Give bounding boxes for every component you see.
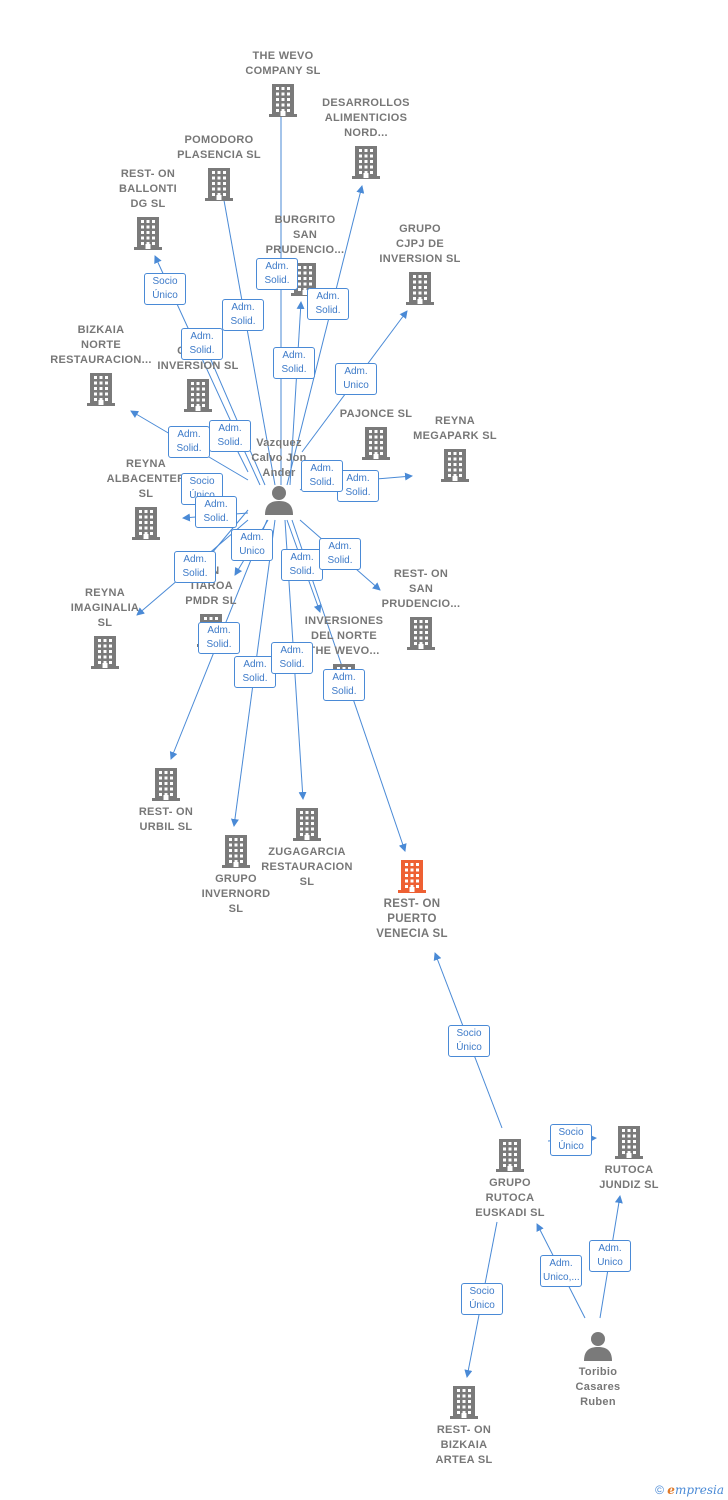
node-label: PAJONCE SL xyxy=(339,408,413,420)
edge-role-label[interactable]: Adm. Solid. xyxy=(337,470,379,502)
company-node-imaginalia[interactable]: REYNA IMAGINALIA SL xyxy=(40,586,170,670)
edge-role-label[interactable]: Socio Único xyxy=(461,1283,503,1315)
node-label: REST- ON URBIL SL xyxy=(138,806,194,833)
node-label: THE WEVO COMPANY SL xyxy=(245,50,321,77)
company-node-invernord[interactable]: GRUPO INVERNORD SL xyxy=(171,833,301,917)
building-icon xyxy=(450,1386,478,1419)
edge-role-label[interactable]: Adm. Unico,... xyxy=(540,1255,582,1287)
company-node-desarrollos[interactable]: DESARROLLOS ALIMENTICIOS NORD... xyxy=(301,96,431,180)
company-node-megapark[interactable]: REYNA MEGAPARK SL xyxy=(390,414,520,483)
building-icon xyxy=(406,272,434,305)
edge-role-label[interactable]: Adm. Solid. xyxy=(198,622,240,654)
edge-role-label[interactable]: Adm. Solid. xyxy=(181,328,223,360)
person-icon xyxy=(265,486,293,515)
person-icon xyxy=(584,1332,612,1361)
company-node-rutocaeuskadi[interactable]: GRUPO RUTOCA EUSKADI SL xyxy=(445,1137,575,1221)
company-node-bizkaianorte[interactable]: BIZKAIA NORTE RESTAURACION... xyxy=(36,323,166,407)
building-icon xyxy=(362,427,390,460)
building-icon xyxy=(441,449,469,482)
node-label: BURGRITO SAN PRUDENCIO... xyxy=(265,214,345,256)
node-label: ZUGAGARCIA RESTAURACION SL xyxy=(261,846,353,888)
company-node-rutocajundiz[interactable]: RUTOCA JUNDIZ SL xyxy=(564,1124,694,1193)
company-node-bizkaiaartea[interactable]: REST- ON BIZKAIA ARTEA SL xyxy=(399,1384,529,1468)
building-icon xyxy=(615,1126,643,1159)
company-node-ballonti[interactable]: REST- ON BALLONTI DG SL xyxy=(83,167,213,251)
company-node-urbil[interactable]: REST- ON URBIL SL xyxy=(101,766,231,835)
company-node-burgrito[interactable]: BURGRITO SAN PRUDENCIO... xyxy=(240,213,370,297)
building-icon xyxy=(398,860,426,893)
edge-role-label[interactable]: Socio Único xyxy=(144,273,186,305)
node-label: RUTOCA JUNDIZ SL xyxy=(599,1164,659,1191)
node-label: POMODORO PLASENCIA SL xyxy=(177,134,261,161)
company-node-wevo[interactable]: THE WEVO COMPANY SL xyxy=(218,49,348,118)
brand-initial: e xyxy=(667,1483,675,1497)
company-node-invnorte[interactable]: INVERSIONES DEL NORTE THE WEVO... xyxy=(279,614,409,698)
edge-role-label[interactable]: Adm. Solid. xyxy=(195,496,237,528)
company-node-albacenter[interactable]: REYNA ALBACENTER SL xyxy=(81,457,211,541)
edge-role-label[interactable]: Adm. Solid. xyxy=(222,299,264,331)
building-icon xyxy=(293,808,321,841)
building-icon xyxy=(352,146,380,179)
building-icon xyxy=(291,263,319,296)
edge-role-label[interactable]: Adm. Solid. xyxy=(307,288,349,320)
node-label: Toribio Casares Ruben xyxy=(575,1366,621,1408)
node-label: REST- ON PUERTO VENECIA SL xyxy=(376,898,448,940)
edge-role-label[interactable]: Adm. Unico xyxy=(335,363,377,395)
edge-role-label[interactable]: Adm. Solid. xyxy=(209,420,251,452)
edge-role-label[interactable]: Adm. Solid. xyxy=(301,460,343,492)
company-node-pajonce[interactable]: PAJONCE SL xyxy=(311,407,441,461)
node-label: Vazquez Calvo Jon Ander xyxy=(251,437,307,479)
company-node-zugagarcia[interactable]: ZUGAGARCIA RESTAURACION SL xyxy=(242,806,372,890)
building-icon xyxy=(205,168,233,201)
node-label: REYNA IMAGINALIA SL xyxy=(70,587,140,629)
company-node-sanprudencio[interactable]: REST- ON SAN PRUDENCIO... xyxy=(356,567,486,651)
node-label: REYNA MEGAPARK SL xyxy=(413,415,497,442)
node-label: REST- ON BIZKAIA ARTEA SL xyxy=(435,1424,493,1466)
building-icon xyxy=(134,217,162,250)
building-icon xyxy=(222,835,250,868)
node-label: REST- ON SAN PRUDENCIO... xyxy=(381,568,461,610)
edge-role-label[interactable]: Adm. Unico xyxy=(231,529,273,561)
edge-role-label[interactable]: Adm. Solid. xyxy=(271,642,313,674)
edge-role-label[interactable]: Adm. Solid. xyxy=(174,551,216,583)
edge-role-label[interactable]: Socio Único xyxy=(448,1025,490,1057)
company-node-pomodoro[interactable]: POMODORO PLASENCIA SL xyxy=(154,133,284,202)
node-label: GRUPO RUTOCA EUSKADI SL xyxy=(475,1177,545,1219)
person-node-toribio[interactable]: Toribio Casares Ruben xyxy=(533,1330,663,1410)
person-node-vazquez[interactable]: Vazquez Calvo Jon Ander xyxy=(214,436,344,516)
company-node-cjpj[interactable]: GRUPO CJPJ DE INVERSION SL xyxy=(355,222,485,306)
node-label: BIZKAIA NORTE RESTAURACION... xyxy=(50,324,152,366)
node-label: REYNA ALBACENTER SL xyxy=(106,458,186,500)
node-label: INVERSIONES DEL NORTE THE WEVO... xyxy=(304,615,384,657)
edge-vazquez-burgrito xyxy=(289,301,305,486)
edge-role-label[interactable]: Socio Único xyxy=(550,1124,592,1156)
node-label: GRUPO INVERNORD SL xyxy=(201,873,271,915)
company-node-venecia[interactable]: REST- ON PUERTO VENECIA SL xyxy=(347,858,477,942)
node-label: DESARROLLOS ALIMENTICIOS NORD... xyxy=(322,97,410,139)
building-icon xyxy=(91,636,119,669)
building-icon xyxy=(407,617,435,650)
building-icon xyxy=(152,768,180,801)
edge-role-label[interactable]: Adm. Solid. xyxy=(319,538,361,570)
edge-vazquez-desarrollos xyxy=(286,185,365,486)
edge-role-label[interactable]: Adm. Solid. xyxy=(273,347,315,379)
building-icon xyxy=(132,507,160,540)
edge-role-label[interactable]: Adm. Solid. xyxy=(234,656,276,688)
building-icon xyxy=(269,84,297,117)
building-icon xyxy=(184,379,212,412)
edge-role-label[interactable]: Adm. Solid. xyxy=(168,426,210,458)
node-label: GRUPO CJPJ DE INVERSION SL xyxy=(379,223,461,265)
brand-name: mpresia xyxy=(674,1483,724,1497)
empresia-logo: © empresia xyxy=(655,1483,724,1497)
building-icon xyxy=(496,1139,524,1172)
edge-role-label[interactable]: Adm. Solid. xyxy=(323,669,365,701)
building-icon xyxy=(87,373,115,406)
edge-role-label[interactable]: Adm. Solid. xyxy=(256,258,298,290)
edge-role-label[interactable]: Adm. Unico xyxy=(589,1240,631,1272)
node-label: REST- ON BALLONTI DG SL xyxy=(118,168,177,210)
edge-vazquez-pomodoro xyxy=(217,177,276,486)
copyright-symbol: © xyxy=(655,1483,664,1497)
edge-role-label[interactable]: Adm. Solid. xyxy=(281,549,323,581)
